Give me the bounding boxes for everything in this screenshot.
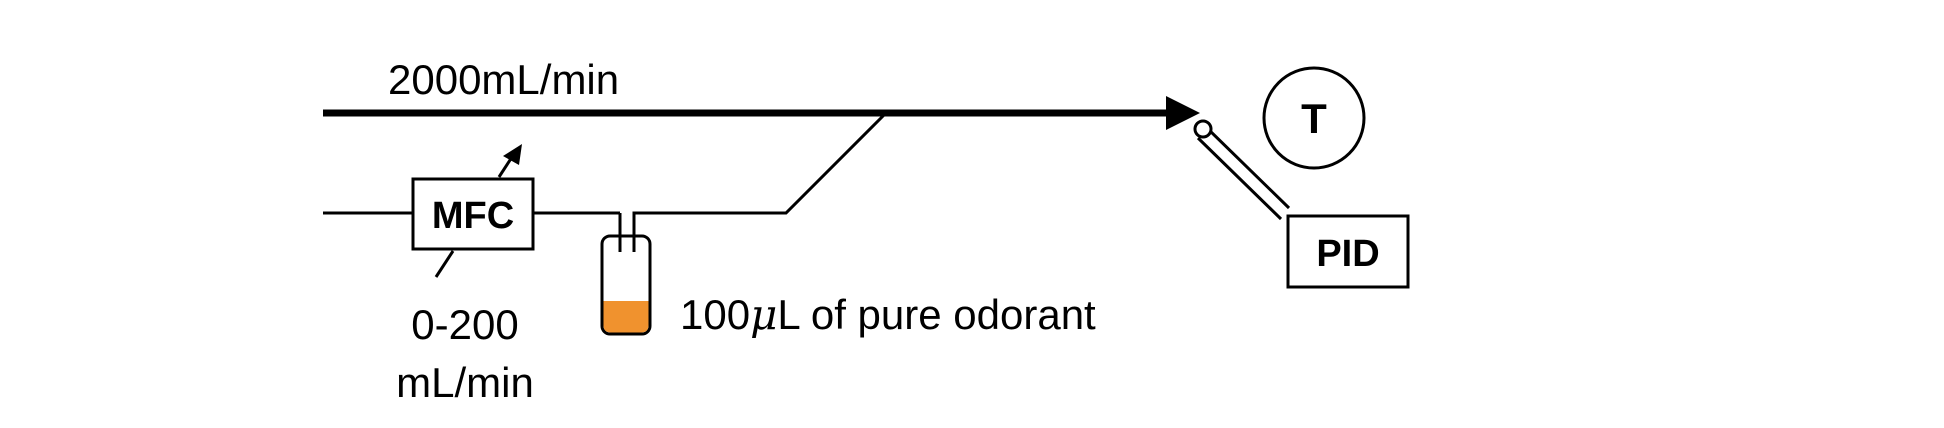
mfc-adjust-arrowhead [503,144,522,165]
vial-label-suffix: L of pure odorant [777,291,1096,338]
vial-outlet-line [632,111,888,252]
thermometer-label: T [1301,95,1327,142]
odorant-liquid [603,301,649,333]
pid-probe [1193,119,1291,221]
pid-probe-tip [1193,119,1213,139]
odorant-vial [600,234,652,336]
thermometer: T [1262,66,1366,170]
mfc-label: MFC [432,195,514,237]
vial-label-prefix: 100 [680,291,750,338]
mfc-range-line2: mL/min [396,359,534,406]
mfc-box: MFC [411,177,535,251]
pid-box: PID [1286,214,1410,289]
main-flow-label: 2000mL/min [388,56,619,103]
flow-arrowhead [1166,96,1200,130]
mfc-range-line1: 0-200 [411,301,518,348]
mfc-adjust-line-lower [434,250,455,278]
vial-label-mu: μ [750,290,777,339]
main-flow-line [323,96,1200,130]
vial-label: 100μL of pure odorant [680,290,1096,339]
mfc-adjust-line-upper [497,156,514,178]
pid-label: PID [1316,233,1379,275]
